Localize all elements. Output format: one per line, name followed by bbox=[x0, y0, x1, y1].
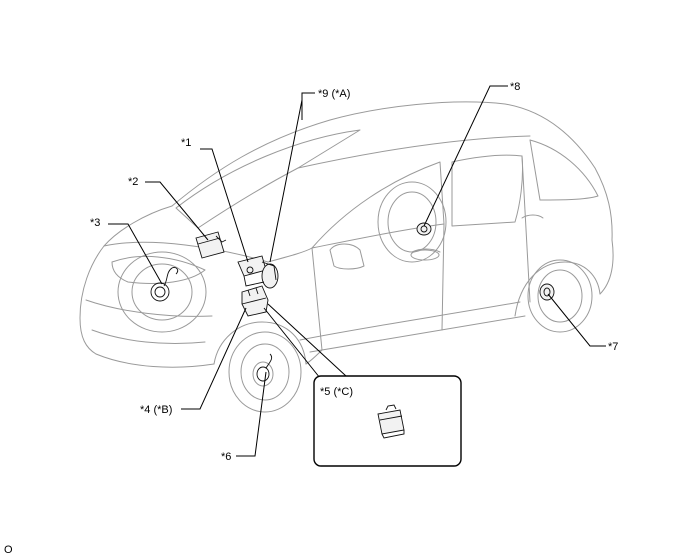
callout-8: *8 bbox=[510, 81, 520, 93]
skid-control-ecu bbox=[195, 231, 227, 259]
rear-left-wheel bbox=[527, 259, 593, 333]
brake-actuator-assembly bbox=[237, 255, 279, 289]
callout-5: *5 (*C) bbox=[320, 386, 353, 398]
yaw-rate-sensor bbox=[377, 404, 405, 439]
callout-2: *2 bbox=[128, 176, 138, 188]
front-left-wheel bbox=[228, 331, 302, 413]
front-right-wheel bbox=[117, 251, 207, 333]
rear-right-speed-sensor bbox=[416, 222, 432, 236]
leader-lines bbox=[108, 85, 606, 457]
callout-3: *3 bbox=[90, 217, 100, 229]
callout-9: *9 (*A) bbox=[318, 88, 350, 100]
callout-4: *4 (*B) bbox=[140, 404, 172, 416]
rear-right-wheel bbox=[377, 181, 447, 263]
vehicle-outline bbox=[79, 101, 614, 368]
front-right-speed-sensor bbox=[150, 267, 179, 302]
inset-box-part-5 bbox=[313, 375, 462, 467]
callout-6: *6 bbox=[221, 451, 231, 463]
brake-actuator-ecu bbox=[241, 285, 269, 317]
front-left-speed-sensor bbox=[256, 353, 273, 382]
callout-7: *7 bbox=[608, 341, 618, 353]
footer-code: O bbox=[4, 544, 13, 556]
callout-1: *1 bbox=[181, 137, 191, 149]
rear-left-speed-sensor bbox=[539, 283, 555, 301]
